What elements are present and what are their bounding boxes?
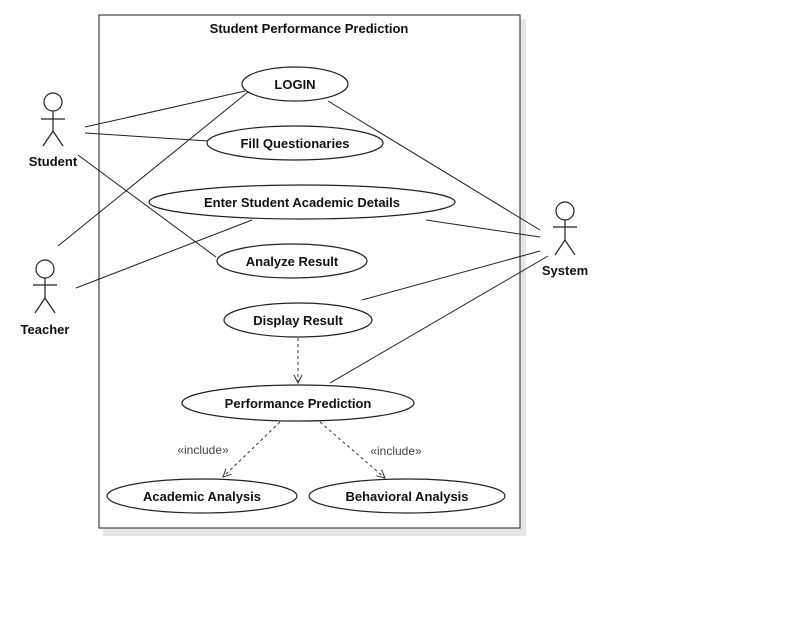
associations bbox=[57, 90, 549, 384]
actor-student-label: Student bbox=[29, 154, 78, 169]
assoc-system-display bbox=[361, 250, 541, 301]
usecase-analyze-result[interactable] bbox=[216, 243, 368, 279]
actor-student-head bbox=[43, 92, 63, 112]
system-title: Student Performance Prediction bbox=[210, 21, 409, 36]
actor-teacher-label: Teacher bbox=[21, 322, 70, 337]
actor-teacher[interactable] bbox=[33, 259, 57, 314]
actor-system-label: System bbox=[542, 263, 588, 278]
include-behavioral-arrow bbox=[319, 421, 385, 478]
assoc-student-analyze bbox=[77, 154, 217, 258]
usecase-academic-analysis[interactable] bbox=[106, 478, 298, 514]
usecase-behavioral-analysis-label: Behavioral Analysis bbox=[345, 489, 468, 504]
usecase-academic-analysis-label: Academic Analysis bbox=[143, 489, 261, 504]
actor-system[interactable] bbox=[553, 201, 577, 256]
assoc-teacher-enter bbox=[75, 219, 253, 289]
include-academic-arrow bbox=[223, 421, 281, 477]
assoc-system-login bbox=[327, 100, 541, 231]
assoc-student-login bbox=[84, 90, 246, 128]
usecase-enter-academic-details[interactable] bbox=[148, 184, 456, 220]
actor-system-head bbox=[555, 201, 575, 221]
assoc-system-enter bbox=[425, 219, 541, 238]
actor-teacher-head bbox=[35, 259, 55, 279]
assoc-teacher-login bbox=[57, 91, 249, 247]
assoc-system-prediction bbox=[329, 255, 549, 384]
usecase-fill-questionaries-label: Fill Questionaries bbox=[240, 136, 349, 151]
assoc-student-fill bbox=[84, 132, 210, 142]
usecase-behavioral-analysis[interactable] bbox=[308, 478, 506, 514]
dependencies bbox=[223, 338, 385, 478]
usecase-enter-academic-details-label: Enter Student Academic Details bbox=[204, 195, 400, 210]
usecase-display-result[interactable] bbox=[223, 302, 373, 338]
usecase-performance-prediction[interactable] bbox=[181, 384, 415, 422]
usecase-display-result-label: Display Result bbox=[253, 313, 343, 328]
include-label-behavioral: «include» bbox=[370, 444, 422, 458]
usecase-analyze-result-label: Analyze Result bbox=[246, 254, 339, 269]
usecase-performance-prediction-label: Performance Prediction bbox=[225, 396, 372, 411]
include-label-academic: «include» bbox=[177, 443, 229, 457]
usecase-login-label: LOGIN bbox=[274, 77, 315, 92]
usecase-login[interactable] bbox=[241, 66, 349, 102]
usecase-fill-questionaries[interactable] bbox=[206, 125, 384, 161]
actor-student[interactable] bbox=[41, 92, 65, 147]
